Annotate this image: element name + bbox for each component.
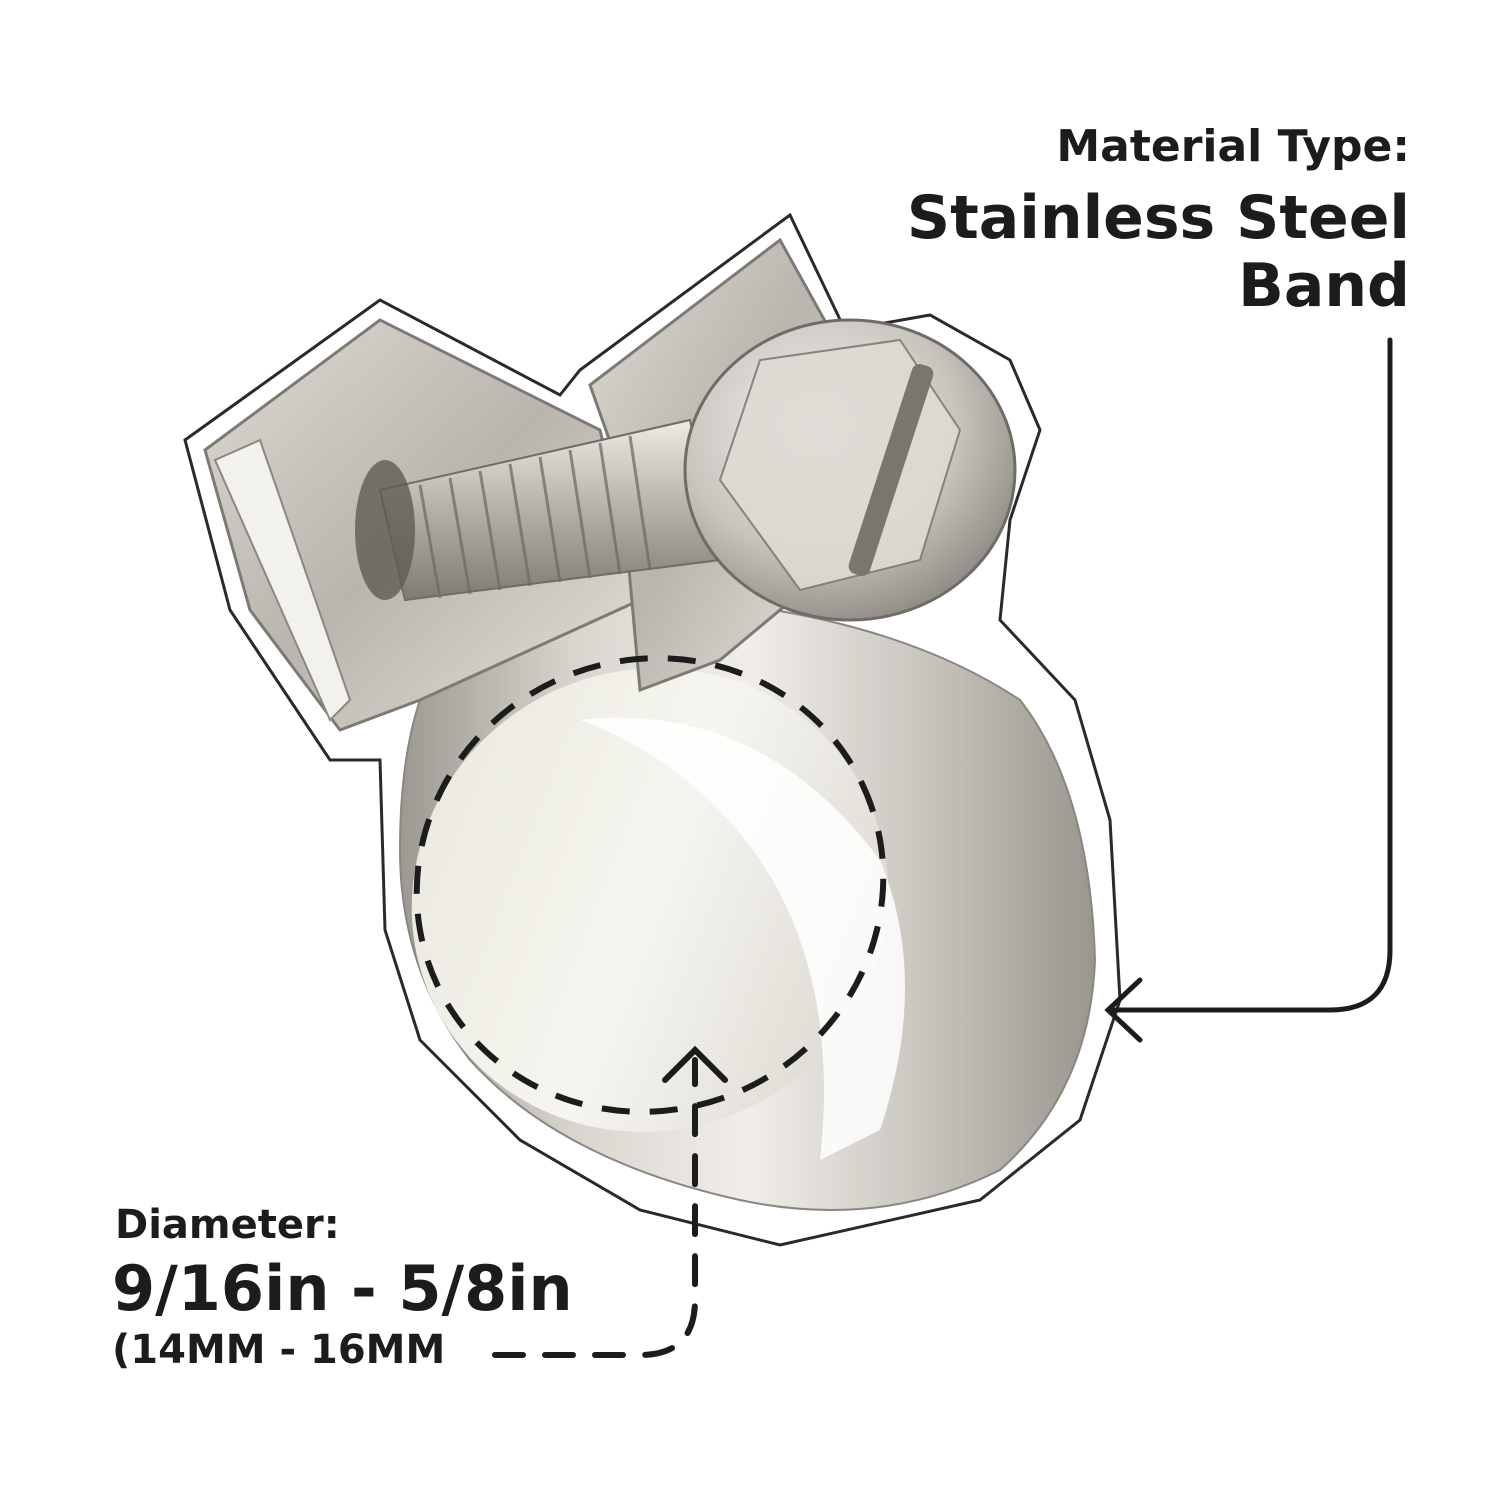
material-value-line-1: Stainless Steel xyxy=(906,183,1410,253)
arrow-left-icon xyxy=(1104,977,1143,1043)
left-tab-fold xyxy=(213,438,352,722)
screw-head xyxy=(683,318,1017,622)
diameter-caption: Diameter: xyxy=(115,1202,340,1248)
diameter-imperial-value: 9/16in - 5/8in xyxy=(112,1252,573,1325)
material-arrow xyxy=(1104,337,1393,1043)
diameter-metric-value: (14MM - 16MM xyxy=(112,1327,446,1373)
diameter-dashed-circle xyxy=(413,655,887,1115)
hose-clamp-illustration xyxy=(183,212,1122,1247)
band-inner-highlight xyxy=(580,717,905,1160)
material-value-line-2: Band xyxy=(1238,250,1410,321)
arrow-up-icon xyxy=(662,1045,728,1083)
screw-thread xyxy=(355,418,722,602)
material-type-value: Stainless Steel Band xyxy=(906,183,1410,321)
material-type-caption: Material Type: xyxy=(1056,121,1410,172)
diameter-arrow xyxy=(492,1045,728,1358)
